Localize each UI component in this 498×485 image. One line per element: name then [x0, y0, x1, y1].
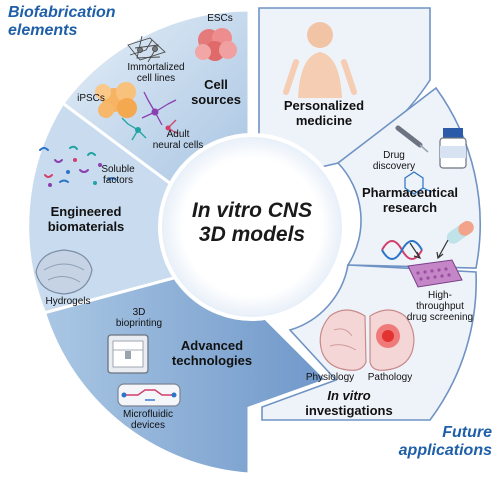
- center-title: In vitro CNS 3D models: [162, 199, 342, 246]
- personalized-title-line2: medicine: [295, 112, 353, 128]
- pathology-label: Pathology: [367, 372, 413, 383]
- invitro-title-line1: In vitro: [327, 388, 371, 403]
- soluble-line2: factors: [102, 175, 133, 187]
- bioprinter-icon: [107, 334, 149, 374]
- cell-sources-title: Cell sources: [186, 77, 246, 107]
- brain-pathology-icon: [369, 309, 415, 371]
- future-title-line2: applications: [398, 441, 492, 459]
- cell-sources-title-line2: sources: [191, 91, 241, 107]
- molecule-icon: [404, 171, 433, 195]
- pill-bottle-icon: [439, 128, 467, 169]
- biofabrication-title-line1: Biofabrication: [8, 4, 116, 21]
- hydrogels-label: Hydrogels: [45, 296, 91, 307]
- immortalized-cell-lines-label: Immortalized cell lines: [116, 62, 196, 84]
- drug-discovery-label: Drug discovery: [369, 150, 419, 172]
- person-icon: [283, 22, 357, 98]
- escs-label: ESCs: [207, 13, 233, 24]
- bioprinting-line1: 3D: [132, 307, 146, 318]
- adult-neural-cells-label: Adult neural cells: [146, 129, 210, 151]
- soluble-factors-dots-icon: [48, 158, 102, 187]
- future-title-line1: Future: [442, 424, 492, 441]
- hydrogel-icon: [35, 249, 93, 295]
- flow-arrows-icon: [409, 239, 449, 260]
- physiology-label: Physiology: [305, 372, 355, 383]
- soluble-factors-icon: [39, 145, 117, 183]
- pharmaceutical-research-title: Pharmaceutical research: [350, 185, 470, 215]
- advanced-technologies-title: Advanced technologies: [160, 338, 264, 368]
- center-circle: [158, 133, 346, 321]
- biomaterials-title-line2: biomaterials: [47, 218, 125, 234]
- bioprinting-line2: bioprinting: [115, 318, 163, 330]
- capsule-icon: [446, 221, 474, 244]
- well-plate-icon: [407, 259, 463, 288]
- pharma-title-line1: Pharmaceutical: [361, 185, 459, 200]
- in-vitro-investigations-title: In vitro investigations: [294, 388, 404, 418]
- adult-neural-cells-icon: [121, 91, 179, 141]
- sector-in-vitro-investigations: [261, 264, 477, 421]
- escs-icon: [195, 28, 237, 61]
- immortalized-cell-lines-icon: [127, 35, 166, 63]
- drug-discovery-line1: Drug: [383, 150, 405, 161]
- engineered-biomaterials-title: Engineered biomaterials: [28, 204, 144, 234]
- soluble-line1: Soluble: [101, 164, 135, 175]
- invitro-title-line2: investigations: [305, 402, 393, 418]
- microfluidic-device-icon: [117, 383, 181, 407]
- biofabrication-elements-title: Biofabrication elements: [8, 4, 116, 39]
- soluble-factors-label: Soluble factors: [92, 164, 144, 186]
- microfluidic-line2: devices: [131, 420, 165, 432]
- personalized-medicine-title: Personalized medicine: [274, 98, 374, 128]
- hts-line3: drug screening: [406, 312, 474, 324]
- immortalized-line2: cell lines: [136, 73, 176, 85]
- hts-line1: High-: [428, 290, 452, 301]
- adult-line2: neural cells: [152, 140, 204, 152]
- hts-line2: throughput: [416, 301, 464, 313]
- bioprinting-label: 3D bioprinting: [108, 307, 170, 329]
- center-title-line2: 3D models: [198, 222, 306, 246]
- microfluidic-devices-label: Microfluidic devices: [108, 409, 188, 431]
- high-throughput-screening-label: High- throughput drug screening: [392, 290, 488, 324]
- personalized-title-line1: Personalized: [283, 98, 365, 113]
- microfluidic-line1: Microfluidic: [122, 409, 173, 420]
- technologies-title-line2: technologies: [171, 352, 253, 368]
- ipscs-label: iPSCs: [77, 93, 105, 104]
- drug-discovery-line2: discovery: [372, 161, 416, 173]
- future-applications-title: Future applications: [399, 424, 492, 459]
- technologies-title-line1: Advanced: [180, 338, 244, 353]
- ipscs-icon: [95, 82, 137, 118]
- adult-line1: Adult: [166, 129, 190, 140]
- biofabrication-title-line2: elements: [8, 21, 78, 39]
- center-title-line1: In vitro CNS: [191, 199, 313, 222]
- syringe-icon: [395, 125, 429, 153]
- cell-sources-title-line1: Cell: [204, 77, 228, 92]
- immortalized-line1: Immortalized: [127, 62, 185, 73]
- biomaterials-title-line1: Engineered: [50, 204, 122, 219]
- brain-physiology-icon: [319, 309, 367, 371]
- pharma-title-line2: research: [382, 199, 438, 215]
